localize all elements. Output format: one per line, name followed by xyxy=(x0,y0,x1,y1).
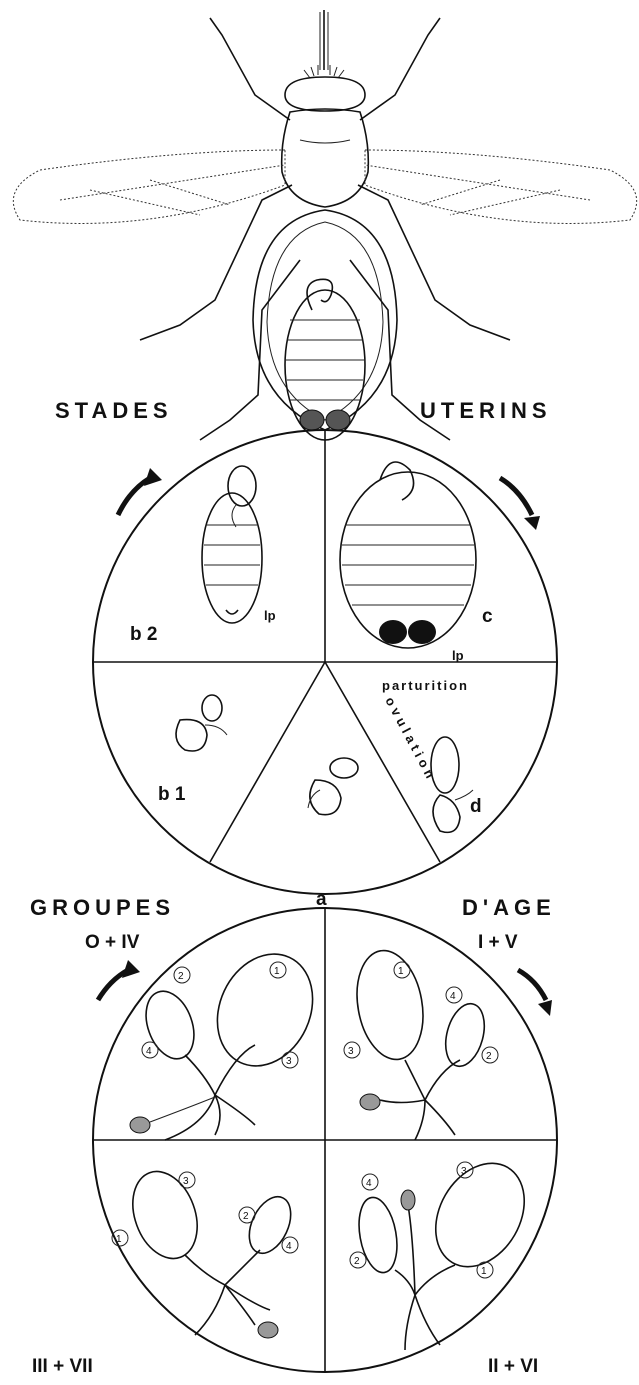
svg-text:1: 1 xyxy=(116,1234,122,1245)
label-c: c xyxy=(482,606,493,627)
svg-text:4: 4 xyxy=(286,1241,292,1252)
num-4-br: 4 xyxy=(362,1174,378,1190)
num-1-tr: 1 xyxy=(394,962,410,978)
num-3-tl: 3 xyxy=(282,1052,298,1068)
group-label-iii-vii: III + VII xyxy=(32,1356,93,1377)
tsetse-fly-illustration xyxy=(13,10,636,440)
larva-b2-icon xyxy=(202,466,262,623)
num-2-tr: 2 xyxy=(482,1047,498,1063)
ovariole-numbers: 1 2 4 3 1 4 3 2 3 2 1 4 3 4 2 1 xyxy=(112,962,498,1278)
label-b1: b 1 xyxy=(158,784,186,805)
clockwise-arrow-right-2 xyxy=(518,970,546,1000)
uterine-stages-circle: b 2 lp c lp b 1 a d parturition ovulatio… xyxy=(93,430,557,910)
larva-c-icon xyxy=(340,462,476,648)
num-2-bl: 2 xyxy=(239,1207,255,1223)
svg-text:1: 1 xyxy=(274,966,280,977)
ovary-top-left-icon xyxy=(130,938,330,1140)
num-3-bl: 3 xyxy=(179,1172,195,1188)
svg-text:1: 1 xyxy=(481,1266,487,1277)
svg-text:2: 2 xyxy=(243,1211,249,1222)
svg-text:3: 3 xyxy=(286,1056,292,1067)
svg-text:4: 4 xyxy=(366,1178,372,1189)
label-ovulation: ovulation xyxy=(382,694,439,784)
num-1-br: 1 xyxy=(477,1262,493,1278)
group-label-i-v: I + V xyxy=(478,932,518,953)
age-groups-circle: 1 2 4 3 1 4 3 2 3 2 1 4 3 4 2 1 O + IV I… xyxy=(32,908,557,1377)
ovary-bottom-right-icon xyxy=(354,1147,542,1350)
num-4-tl: 4 xyxy=(142,1042,158,1058)
uterus-b1-icon xyxy=(176,695,227,751)
label-lp-c: lp xyxy=(452,648,464,663)
svg-text:2: 2 xyxy=(178,971,184,982)
label-a: a xyxy=(316,889,327,910)
num-4-tr: 4 xyxy=(446,987,462,1003)
label-parturition: parturition xyxy=(382,678,469,693)
group-label-ii-vi: II + VI xyxy=(488,1356,538,1377)
label-lp-b2: lp xyxy=(264,608,276,623)
uterus-d-icon xyxy=(431,737,473,832)
label-d: d xyxy=(470,796,482,817)
header-dage: D'AGE xyxy=(462,895,556,920)
svg-text:3: 3 xyxy=(183,1176,189,1187)
svg-text:2: 2 xyxy=(486,1051,492,1062)
num-4-bl: 4 xyxy=(282,1237,298,1253)
header-stades: STADES xyxy=(55,398,173,423)
num-3-tr: 3 xyxy=(344,1042,360,1058)
svg-text:2: 2 xyxy=(354,1256,360,1267)
clockwise-arrow-right xyxy=(500,478,532,515)
num-2-tl: 2 xyxy=(174,967,190,983)
num-2-br: 2 xyxy=(350,1252,366,1268)
svg-text:4: 4 xyxy=(450,991,456,1002)
label-b2: b 2 xyxy=(130,624,157,645)
svg-text:3: 3 xyxy=(461,1166,467,1177)
uterus-a-icon xyxy=(308,758,358,815)
group-label-o-iv: O + IV xyxy=(85,932,140,953)
ovary-bottom-left-icon xyxy=(121,1162,299,1338)
header-uterins: UTERINS xyxy=(420,398,552,423)
header-groupes: GROUPES xyxy=(30,895,175,920)
num-1-tl: 1 xyxy=(270,962,286,978)
ovary-top-right-icon xyxy=(349,945,491,1140)
svg-text:4: 4 xyxy=(146,1046,152,1057)
svg-text:1: 1 xyxy=(398,966,404,977)
svg-text:3: 3 xyxy=(348,1046,354,1057)
